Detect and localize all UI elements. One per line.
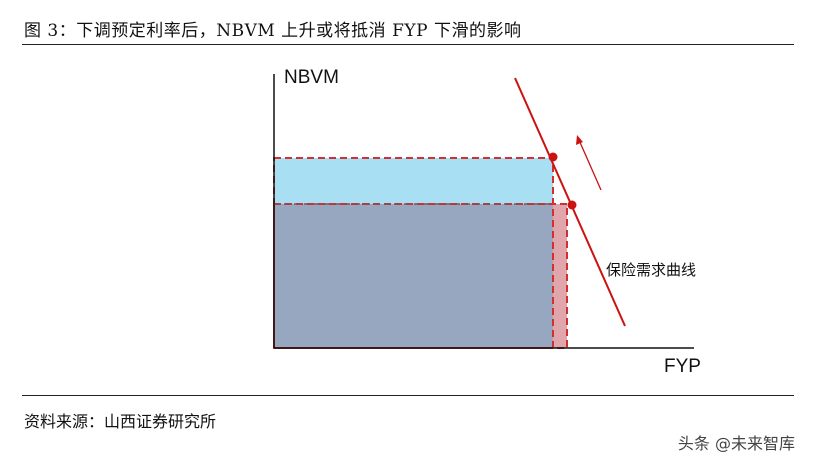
new-equilibrium-point (548, 152, 558, 162)
figure-title: 图 3：下调预定利率后，NBVM 上升或将抵消 FYP 下滑的影响 (24, 21, 522, 41)
watermark: 头条 @未来智库 (677, 434, 795, 453)
title-rule (22, 44, 794, 45)
nbvm-increase-area (274, 158, 553, 204)
x-axis-label: FYP (664, 356, 701, 377)
old-equilibrium-point (567, 200, 577, 210)
demand-curve-label: 保险需求曲线 (606, 261, 696, 279)
shift-arrow (578, 139, 602, 191)
source-note: 资料来源：山西证券研究所 (24, 412, 217, 431)
shift-arrow-head (576, 135, 583, 145)
y-axis-label: NBVM (284, 67, 339, 88)
source-rule (22, 395, 794, 396)
fyp-decrease-strip (553, 204, 567, 348)
base-revenue-area (274, 204, 553, 348)
